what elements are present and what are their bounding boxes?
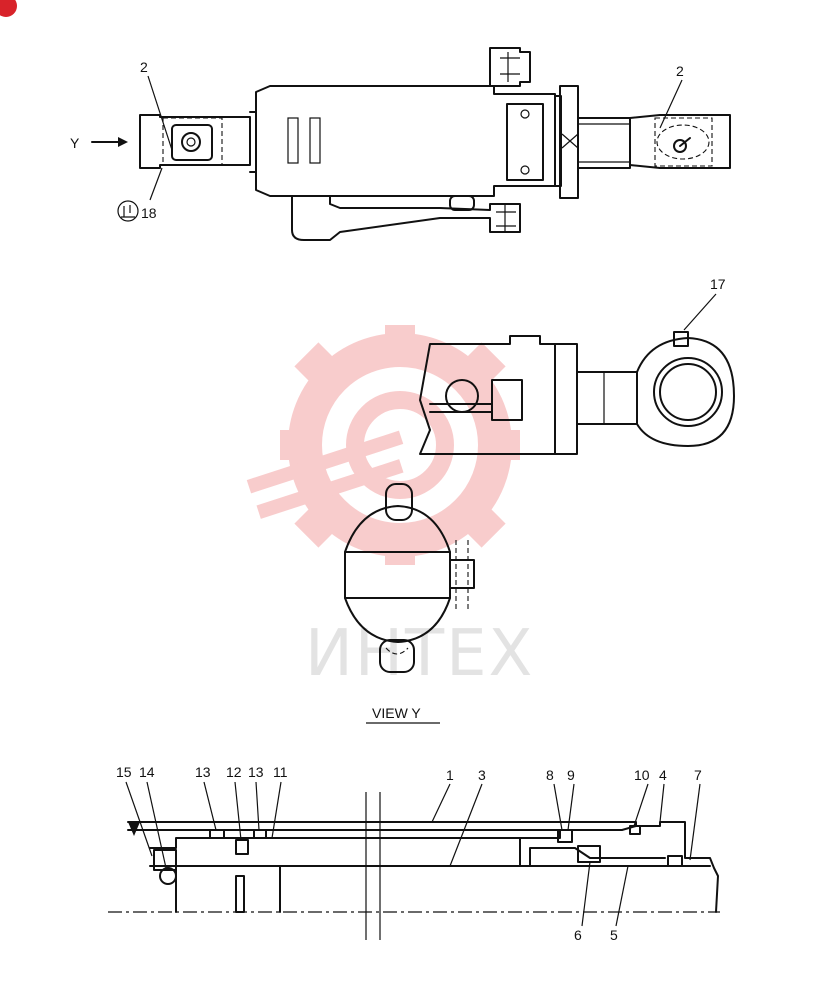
side-view-rod-end: 17 [419,276,735,455]
callout-5: 5 [610,927,618,943]
callout-1: 1 [446,767,454,783]
callout-10: 10 [634,767,650,783]
callout-13b: 13 [248,764,264,780]
callout-4: 4 [659,767,667,783]
watermark-logo [246,325,520,565]
callout-2-left: 2 [140,59,148,75]
watermark-text: ИНТЕХ [305,617,534,691]
corner-badge-icon [0,0,17,17]
callout-12: 12 [226,764,242,780]
callout-11: 11 [273,764,288,780]
callout-2-right: 2 [676,63,684,79]
view-y-title: VIEW Y [372,705,421,721]
view-y-end-view: VIEW Y [344,483,475,724]
callout-13a: 13 [195,764,211,780]
callout-8: 8 [546,767,554,783]
grease-symbol-icon [117,200,139,222]
callout-3: 3 [478,767,486,783]
callout-7: 7 [694,767,702,783]
top-view: Y 2 2 18 [70,47,731,241]
section-view: 15 14 13 12 13 11 1 3 8 9 10 4 7 6 5 [108,764,720,943]
callout-6: 6 [574,927,582,943]
callout-18: 18 [141,205,157,221]
callout-9: 9 [567,767,575,783]
callout-14: 14 [139,764,155,780]
view-y-arrow-label: Y [70,135,80,151]
callout-15: 15 [116,764,132,780]
callout-17: 17 [710,276,726,292]
